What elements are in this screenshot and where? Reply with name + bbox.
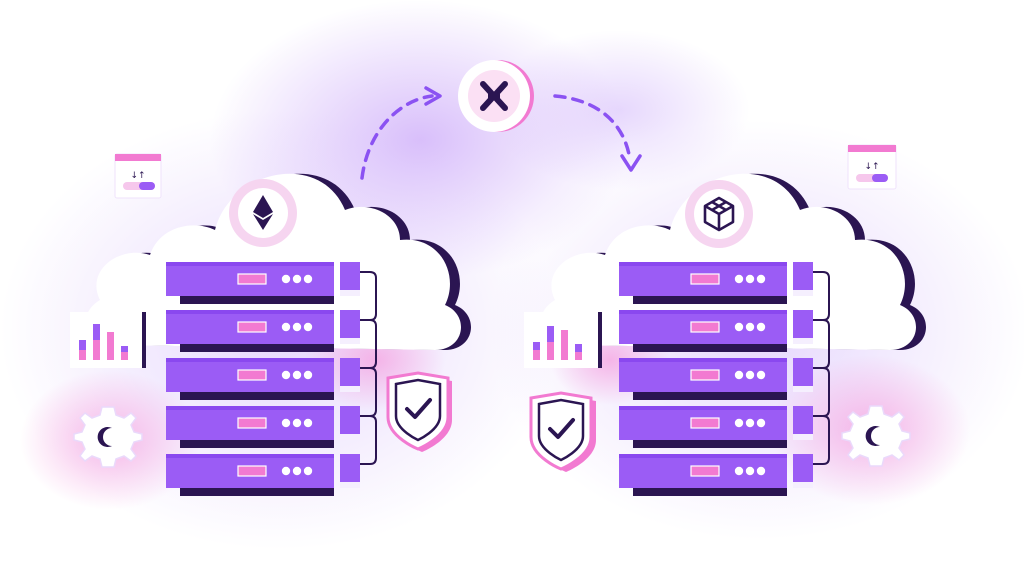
right-toggle-card: ↓↑ [847, 144, 897, 190]
right-server-rack [619, 262, 830, 496]
left-toggle-card: ↓↑ [114, 153, 162, 199]
left-toggle-glyph: ↓↑ [130, 171, 145, 181]
server-unit [166, 406, 360, 448]
left-server-rack [166, 262, 377, 496]
right-gear-icon [841, 405, 911, 467]
dashed-arrow-bridge-to-right [553, 94, 642, 172]
right-cloud [540, 173, 927, 350]
server-unit [166, 358, 360, 400]
right-toggle-glyph: ↓↑ [864, 162, 879, 172]
left-gear-icon [73, 406, 143, 468]
left-bars-panel [70, 312, 146, 368]
rack-connector-lines [813, 271, 830, 465]
ethereum-icon [229, 179, 297, 247]
rack-connector-lines [360, 271, 377, 465]
dashed-arrow-left-to-bridge [360, 86, 442, 180]
right-bars-panel [524, 312, 602, 368]
server-unit [619, 454, 813, 496]
server-unit [166, 310, 360, 352]
left-cloud [85, 173, 472, 350]
server-unit [166, 454, 360, 496]
left-shield-check-icon [386, 371, 452, 452]
server-unit [619, 406, 813, 448]
x-bridge-icon [458, 60, 534, 132]
right-shield-check-icon [529, 391, 596, 472]
bnb-cube-icon [685, 180, 753, 248]
server-unit [619, 358, 813, 400]
server-unit [619, 262, 813, 304]
server-unit [619, 310, 813, 352]
server-unit [166, 262, 360, 304]
